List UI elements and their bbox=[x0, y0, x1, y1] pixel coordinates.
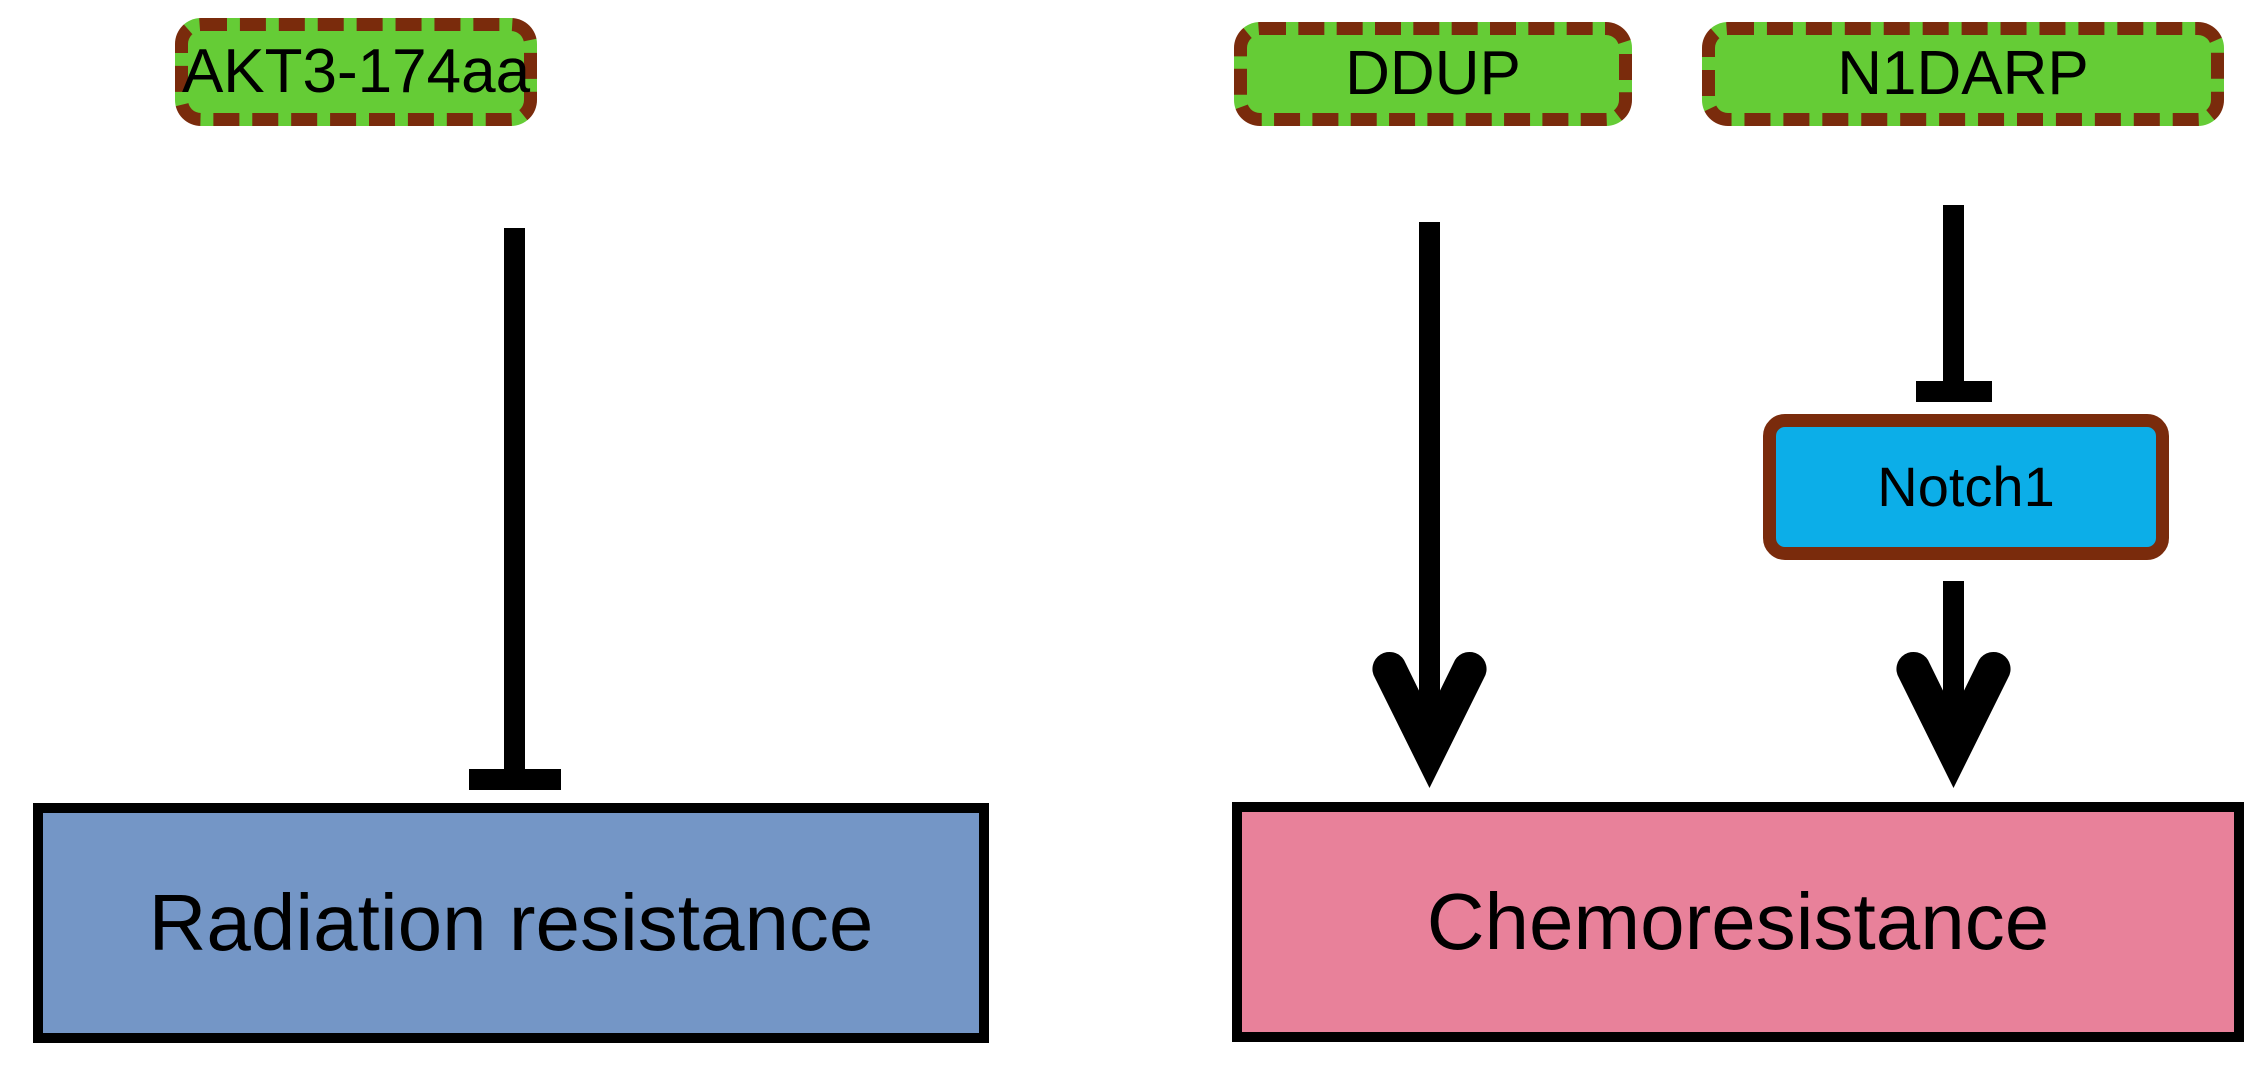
node-ddup[interactable]: DDUP bbox=[1234, 22, 1632, 126]
node-akt3[interactable]: AKT3-174aa bbox=[175, 18, 537, 126]
node-notch1[interactable]: Notch1 bbox=[1763, 414, 2169, 560]
node-chemoresistance-label: Chemoresistance bbox=[1426, 877, 2050, 966]
edge-stem bbox=[1419, 222, 1440, 722]
edge-akt3-inhibits-radiation bbox=[469, 228, 561, 790]
edge-stem bbox=[504, 228, 525, 770]
edge-stem bbox=[1943, 581, 1964, 721]
edge-notch1-promotes-chemoresistance bbox=[1896, 581, 2011, 788]
node-n1darp-label: N1DARP bbox=[1837, 39, 2089, 108]
node-akt3-label: AKT3-174aa bbox=[181, 37, 531, 106]
node-radiation-resistance-label: Radiation resistance bbox=[148, 878, 874, 967]
node-chemoresistance[interactable]: Chemoresistance bbox=[1232, 802, 2244, 1042]
node-n1darp[interactable]: N1DARP bbox=[1702, 22, 2224, 126]
edge-ddup-promotes-chemoresistance bbox=[1372, 222, 1487, 788]
inhibition-tbar-icon bbox=[1916, 381, 1992, 402]
edge-n1darp-inhibits-notch1 bbox=[1916, 205, 1992, 402]
node-notch1-label: Notch1 bbox=[1877, 455, 2055, 518]
node-ddup-label: DDUP bbox=[1345, 39, 1521, 108]
edge-stem bbox=[1943, 205, 1964, 382]
node-radiation-resistance[interactable]: Radiation resistance bbox=[33, 803, 989, 1043]
arrowhead-icon bbox=[1372, 651, 1487, 788]
inhibition-tbar-icon bbox=[469, 769, 561, 790]
arrowhead-icon bbox=[1896, 651, 2011, 788]
